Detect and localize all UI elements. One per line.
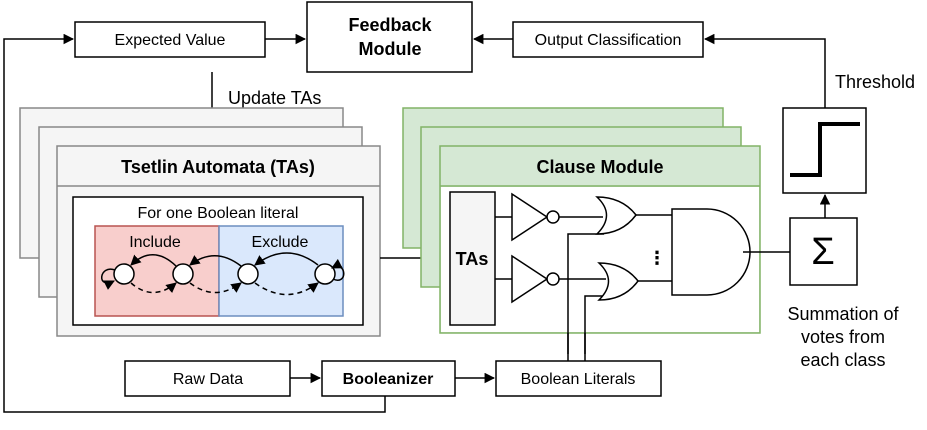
threshold-step-icon <box>790 122 860 177</box>
ta-transition-2-1 <box>130 254 177 267</box>
clause-module-title: Clause Module <box>536 157 663 177</box>
feedback-module-box: Feedback Module <box>306 1 473 73</box>
ta-state-4 <box>314 263 336 285</box>
include-label: Include <box>129 234 181 251</box>
arrow-booleanizer-to-expected <box>3 33 386 413</box>
summation-caption-2: votes from <box>801 327 885 347</box>
tas-box-label: TAs <box>456 249 489 269</box>
boolean-literals-label: Boolean Literals <box>521 371 636 388</box>
ta-panel-stack: Tsetlin Automata (TAs) For one Boolean l… <box>19 107 381 337</box>
ta-transition-3-2 <box>189 255 242 267</box>
ta-state-2 <box>172 263 194 285</box>
output-classification-box: Output Classification <box>512 21 704 58</box>
update-tas-label: Update TAs <box>228 88 321 108</box>
not-gate-2 <box>511 254 549 304</box>
ta-panel-title: Tsetlin Automata (TAs) <box>121 157 315 177</box>
ta-self-loop-left <box>101 268 116 290</box>
expected-value-label: Expected Value <box>115 32 226 49</box>
summation-symbol: Σ <box>811 231 835 273</box>
clause-module-stack: Clause Module TAs ⋮ <box>402 107 761 354</box>
clause-ellipsis: ⋮ <box>648 248 666 268</box>
raw-data-box: Raw Data <box>124 360 291 397</box>
feedback-module-label-line2: Module <box>359 39 422 59</box>
literal-wire-1 <box>567 233 604 354</box>
boolean-literals-box: Boolean Literals <box>495 360 662 397</box>
summation-box: Σ <box>789 217 858 286</box>
tas-box <box>449 191 496 326</box>
ta-self-loop-right <box>331 258 345 281</box>
raw-data-label: Raw Data <box>173 371 243 388</box>
feedback-module-label-line1: Feedback <box>348 15 432 35</box>
ta-state-1 <box>113 263 135 285</box>
not-gate-2-bubble <box>546 272 560 286</box>
arrow-threshold-to-output <box>703 33 826 108</box>
booleanizer-box: Booleanizer <box>321 360 456 397</box>
booleanizer-label: Booleanizer <box>343 371 434 388</box>
summation-caption-1: Summation of <box>787 304 899 324</box>
exclude-label: Exclude <box>252 234 309 251</box>
threshold-label: Threshold <box>835 72 915 92</box>
output-classification-label: Output Classification <box>535 32 682 49</box>
ta-transition-1-2 <box>130 282 177 294</box>
not-gate-1 <box>511 192 549 242</box>
or-gate-1 <box>595 196 637 235</box>
expected-value-box: Expected Value <box>74 21 266 58</box>
ta-transition-2-3 <box>189 282 242 294</box>
ta-transition-4-3 <box>254 252 319 266</box>
not-gate-1-bubble <box>546 210 560 224</box>
and-gate <box>671 208 751 296</box>
ta-literal-title: For one Boolean literal <box>138 205 299 222</box>
or-gate-2 <box>597 262 639 301</box>
threshold-box <box>782 107 867 194</box>
summation-caption-3: each class <box>800 350 885 370</box>
ta-state-3 <box>237 263 259 285</box>
